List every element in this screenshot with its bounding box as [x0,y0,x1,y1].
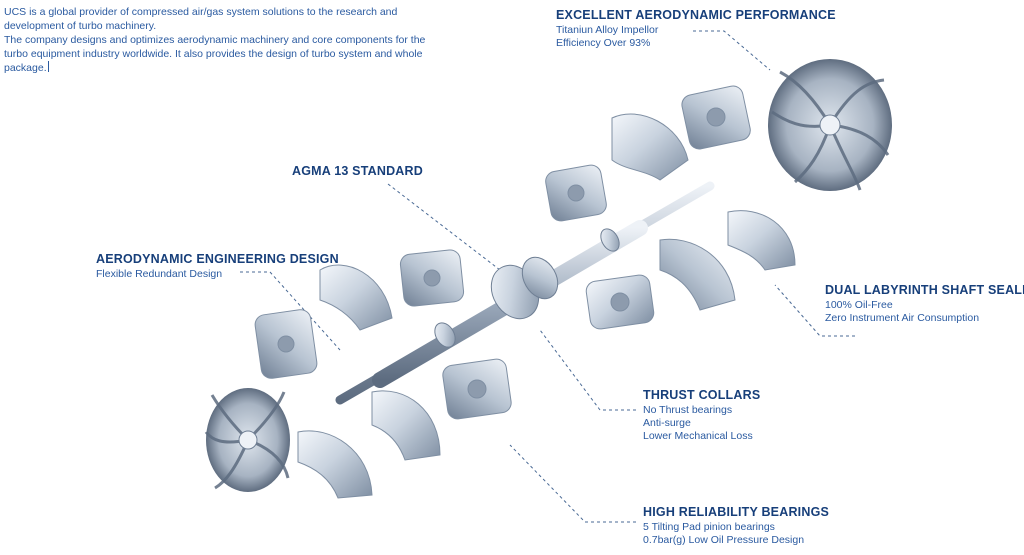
callout-line: 0.7bar(g) Low Oil Pressure Design [643,534,805,546]
callout-title: HIGH RELIABILITY BEARINGS [643,505,830,519]
callout-line: Titaniun Alloy Impellor [556,24,659,36]
text-cursor [47,61,49,72]
intro-paragraph-2: The company designs and optimizes aerody… [4,34,426,74]
shaft [335,181,715,405]
leader-lines [240,30,855,523]
intro-text: UCS is a global provider of compressed a… [4,5,444,75]
callout-title: AGMA 13 STANDARD [292,164,423,178]
callout-line: Flexible Redundant Design [96,268,223,280]
callout-agma: AGMA 13 STANDARD [292,164,423,180]
callout-title: DUAL LABYRINTH SHAFT SEALING [825,283,1024,297]
callout-line: Efficiency Over 93% [556,37,651,49]
bearing-components [254,85,796,499]
callout-shaft-sealing: DUAL LABYRINTH SHAFT SEALING 100% Oil-Fr… [825,283,1024,325]
callout-thrust-collars: THRUST COLLARS No Thrust bearings Anti-s… [643,388,760,443]
callout-engineering-design: AERODYNAMIC ENGINEERING DESIGN Flexible … [96,252,339,281]
intro-paragraph-1: UCS is a global provider of compressed a… [4,6,398,32]
callout-bearings: HIGH RELIABILITY BEARINGS 5 Tilting Pad … [643,505,829,547]
callout-line: Zero Instrument Air Consumption [825,312,980,324]
callout-line: Lower Mechanical Loss [643,430,753,442]
callout-title: EXCELLENT AERODYNAMIC PERFORMANCE [556,8,836,22]
impeller-small [204,388,290,492]
impeller-large [768,59,892,191]
callout-line: 5 Tilting Pad pinion bearings [643,521,775,533]
callout-title: AERODYNAMIC ENGINEERING DESIGN [96,252,339,266]
callout-line: Anti-surge [643,417,691,429]
callout-line: 100% Oil-Free [825,299,893,311]
callout-title: THRUST COLLARS [643,388,761,402]
callout-line: No Thrust bearings [643,404,733,416]
callout-aerodynamic-performance: EXCELLENT AERODYNAMIC PERFORMANCE Titani… [556,8,836,50]
